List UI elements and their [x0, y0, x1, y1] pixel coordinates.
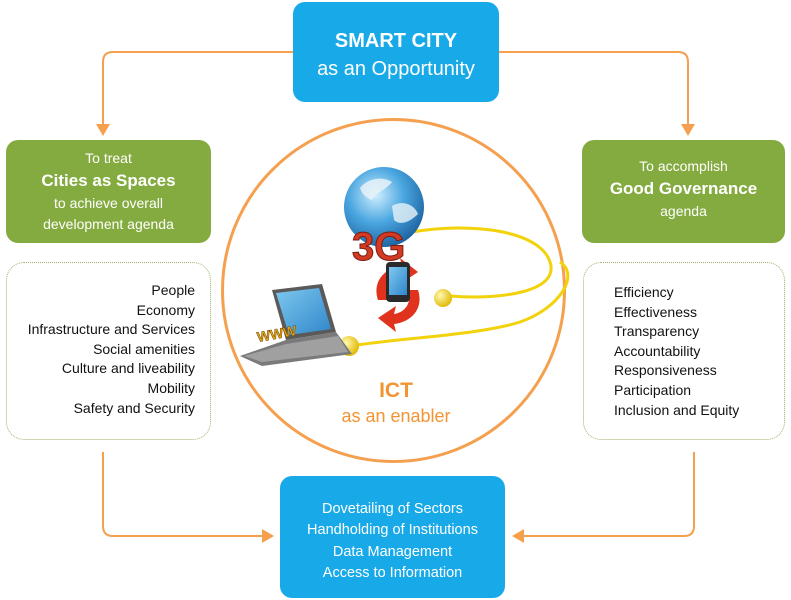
list-item: People — [151, 282, 195, 298]
laptop-icon — [240, 284, 352, 366]
cable-ball-top — [434, 289, 452, 307]
arrowhead-bottom-right-in — [512, 529, 524, 543]
governance-line1: To accomplish — [639, 158, 728, 174]
list-item: Safety and Security — [73, 399, 195, 416]
list-item: Responsiveness — [614, 362, 717, 379]
arrowhead-bottom-left-in — [262, 529, 274, 543]
governance-line2: Good Governance — [609, 179, 758, 198]
smart-city-box: SMART CITY as an Opportunity — [293, 2, 499, 102]
list-item: Data Management — [332, 543, 453, 560]
smart-city-subtitle: as an Opportunity — [317, 58, 475, 80]
ict-title: ICT — [379, 379, 413, 402]
good-governance-box: To accomplish Good Governance agenda — [582, 140, 785, 243]
governance-line3: agenda — [660, 203, 707, 219]
www-label: WWW — [256, 322, 299, 345]
list-item: Inclusion and Equity — [614, 401, 740, 418]
list-item: Social amenities — [93, 340, 195, 357]
list-item: Mobility — [147, 379, 195, 396]
list-item: Efficiency — [614, 284, 674, 300]
cable-top — [411, 226, 553, 299]
ict-label: ICT as an enabler — [296, 378, 496, 428]
arrow-left-to-bottom — [102, 452, 262, 537]
list-item: Effectiveness — [614, 303, 698, 320]
list-item: Access to Information — [322, 565, 463, 582]
list-item: Transparency — [614, 323, 700, 340]
arrow-right-to-bottom — [524, 452, 695, 537]
cities-line1: To treat — [85, 150, 132, 166]
list-item: Handholding of Institutions — [307, 522, 478, 539]
globe-icon — [344, 167, 424, 247]
smart-city-title: SMART CITY — [334, 30, 458, 52]
list-item: Culture and liveability — [61, 360, 195, 377]
list-item: Accountability — [614, 342, 701, 359]
ict-subtitle: as an enabler — [341, 406, 451, 426]
list-item: Participation — [614, 381, 692, 398]
governance-aspects-list: Efficiency Effectiveness Transparency Ac… — [583, 262, 785, 440]
cable-bottom — [349, 260, 570, 348]
mobile-phone-icon — [386, 262, 410, 302]
arrowhead-right-down — [681, 124, 695, 136]
list-item: Economy — [136, 301, 195, 318]
cities-line3: to achieve overall — [54, 195, 163, 211]
cities-aspects-list: People Economy Infrastructure and Servic… — [6, 262, 211, 440]
arrow-top-to-right — [499, 51, 689, 124]
list-item: Infrastructure and Services — [27, 321, 195, 338]
cities-line4: development agenda — [43, 216, 174, 232]
arrow-top-to-left — [102, 51, 293, 124]
cities-as-spaces-box: To treat Cities as Spaces to achieve ove… — [6, 140, 211, 243]
cities-line2: Cities as Spaces — [41, 171, 176, 190]
list-item: Dovetailing of Sectors — [321, 501, 464, 517]
outcomes-box: Dovetailing of Sectors Handholding of In… — [280, 476, 505, 598]
arrowhead-left-down — [96, 124, 110, 136]
